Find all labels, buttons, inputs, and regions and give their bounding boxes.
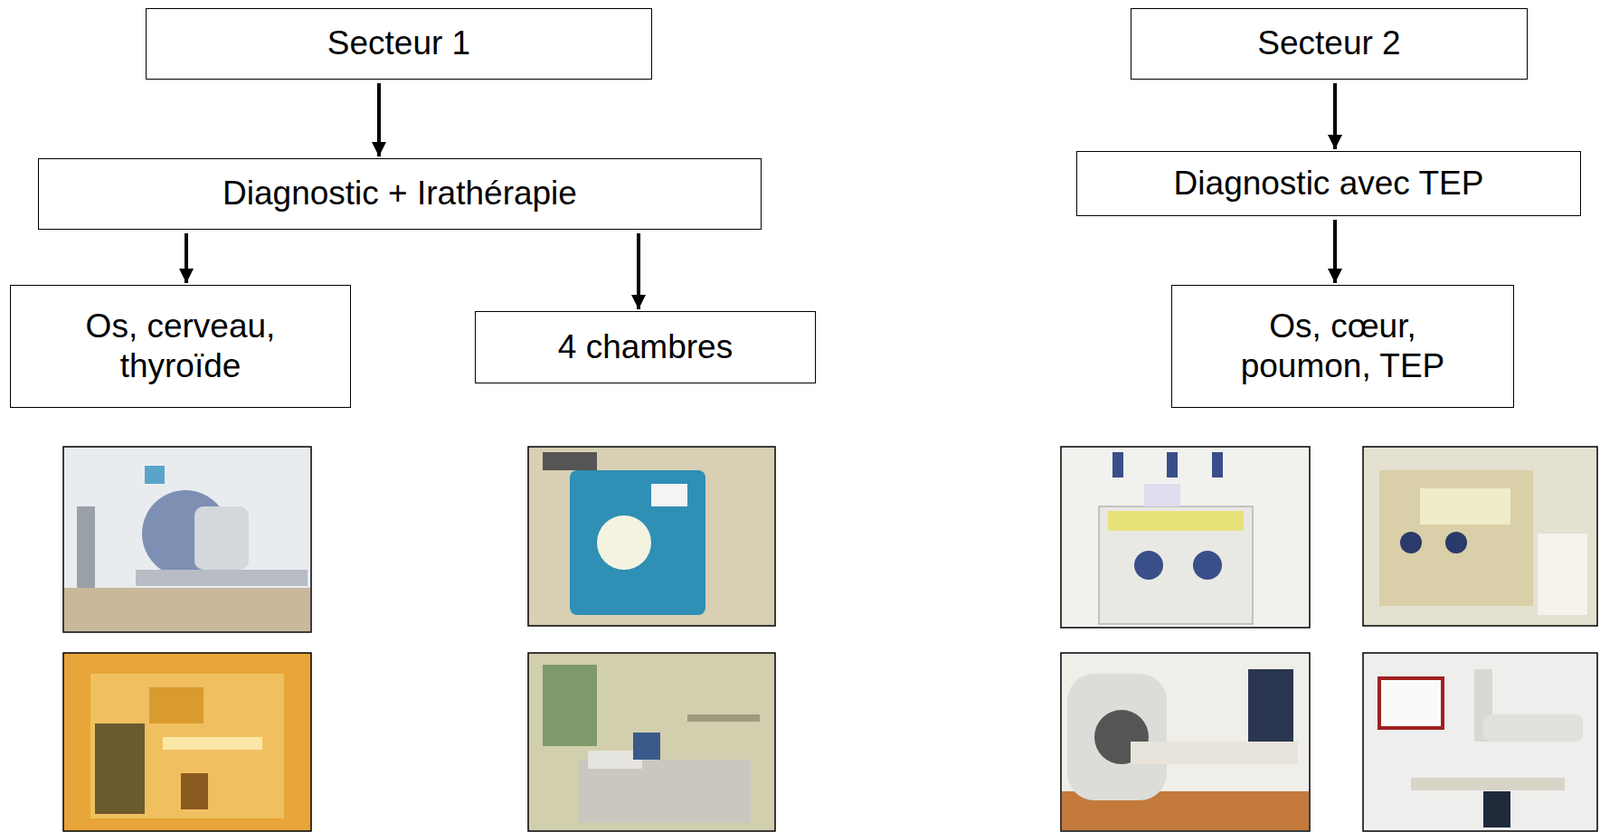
- flow-arrow: [1333, 83, 1337, 150]
- box-label: 4 chambres: [558, 327, 733, 368]
- camera-room-photo: [1363, 653, 1598, 832]
- box-label: Os, cerveau, thyroïde: [67, 306, 294, 388]
- box-label: Secteur 1: [327, 23, 471, 64]
- box-label: Secteur 2: [1257, 23, 1401, 64]
- rooms-box: 4 chambres: [474, 311, 816, 384]
- sector-box: Secteur 2: [1130, 8, 1528, 80]
- flow-arrow: [636, 233, 641, 310]
- flow-arrow: [1333, 219, 1337, 284]
- hot-lab-photo: [63, 653, 312, 832]
- activity-box: Diagnostic + Irathérapie: [37, 158, 762, 230]
- organ-box: Os, cerveau, thyroïde: [9, 284, 351, 408]
- flow-arrow: [184, 233, 189, 284]
- activity-box: Diagnostic avec TEP: [1076, 151, 1582, 217]
- box-label: Os, cœur, poumon, TEP: [1230, 306, 1457, 388]
- box-label: Diagnostic avec TEP: [1173, 163, 1485, 204]
- box-label: Diagnostic + Irathérapie: [222, 173, 578, 214]
- shielded-hood-photo: [1060, 446, 1310, 628]
- shielded-container-photo: [528, 446, 776, 626]
- preparation-hood-photo: [1363, 446, 1598, 626]
- gamma-camera-photo: [63, 446, 312, 633]
- patient-room-photo: [528, 653, 776, 832]
- sector-box: Secteur 1: [145, 8, 653, 80]
- flow-arrow: [377, 83, 381, 157]
- pet-scanner-photo: [1060, 653, 1310, 832]
- organ-box: Os, cœur, poumon, TEP: [1171, 284, 1515, 408]
